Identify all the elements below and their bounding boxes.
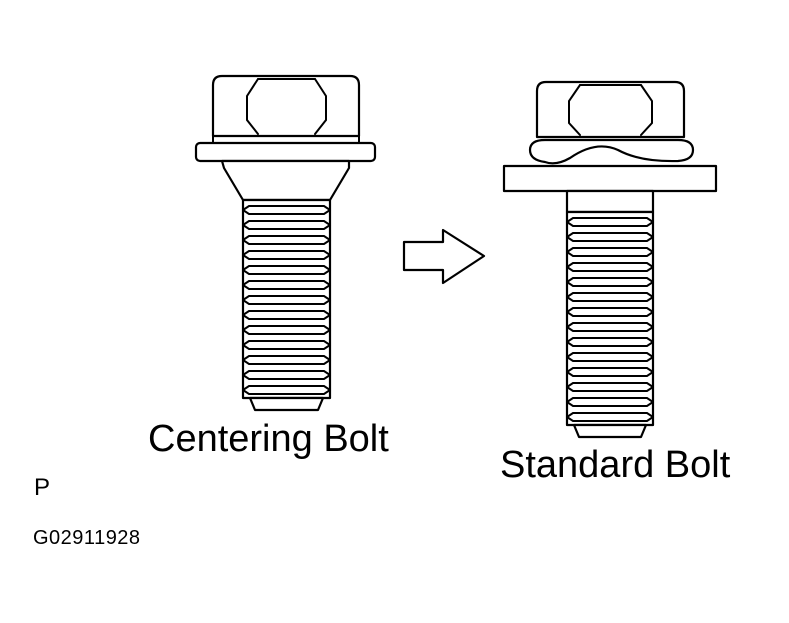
thread-line bbox=[242, 265, 331, 271]
centering-bolt-label: Centering Bolt bbox=[148, 418, 389, 460]
standard-bolt-label: Standard Bolt bbox=[500, 444, 731, 486]
thread-line bbox=[566, 247, 654, 253]
thread-line bbox=[242, 205, 331, 211]
thread-line bbox=[566, 232, 654, 238]
thread-line bbox=[566, 341, 654, 347]
thread-line bbox=[566, 326, 654, 332]
thread-line bbox=[566, 262, 654, 268]
thread-line bbox=[566, 311, 654, 317]
thread-line bbox=[566, 416, 654, 422]
corner-code-label: P bbox=[34, 474, 51, 501]
thread-line bbox=[242, 239, 331, 245]
thread-line bbox=[242, 329, 331, 335]
thread-line bbox=[566, 401, 654, 407]
thread-line bbox=[566, 367, 654, 373]
thread-line bbox=[242, 310, 331, 316]
thread-line bbox=[566, 386, 654, 392]
thread-line bbox=[242, 224, 331, 230]
thread-line bbox=[242, 220, 331, 226]
figure-number-label: G02911928 bbox=[33, 527, 141, 549]
thread-line bbox=[242, 374, 331, 380]
thread-line bbox=[242, 235, 331, 241]
thread-line bbox=[242, 325, 331, 331]
thread-line bbox=[566, 296, 654, 302]
thread-line bbox=[566, 251, 654, 257]
thread-line bbox=[242, 355, 331, 361]
thread-line bbox=[242, 284, 331, 290]
thread-line bbox=[242, 340, 331, 346]
thread-line bbox=[566, 397, 654, 403]
thread-line bbox=[242, 254, 331, 260]
thread-line bbox=[566, 266, 654, 272]
thread-line bbox=[242, 359, 331, 365]
right-arrow-icon bbox=[402, 228, 486, 285]
thread-line bbox=[566, 236, 654, 242]
thread-line bbox=[242, 370, 331, 376]
thread-line bbox=[242, 280, 331, 286]
thread-line bbox=[242, 295, 331, 301]
thread-line bbox=[566, 307, 654, 313]
thread-line bbox=[242, 385, 331, 391]
thread-line bbox=[566, 281, 654, 287]
thread-line bbox=[242, 344, 331, 350]
thread-line bbox=[242, 250, 331, 256]
thread-line bbox=[242, 299, 331, 305]
thread-line bbox=[242, 314, 331, 320]
thread-line bbox=[566, 382, 654, 388]
thread-line bbox=[566, 371, 654, 377]
thread-line bbox=[566, 277, 654, 283]
thread-line bbox=[566, 356, 654, 362]
centering-bolt-icon bbox=[194, 74, 377, 412]
thread-line bbox=[566, 352, 654, 358]
thread-line bbox=[566, 337, 654, 343]
thread-line bbox=[242, 389, 331, 395]
standard-bolt-icon bbox=[502, 80, 718, 439]
thread-line bbox=[566, 217, 654, 223]
thread-line bbox=[242, 209, 331, 215]
thread-line bbox=[242, 269, 331, 275]
thread-line bbox=[566, 412, 654, 418]
thread-line bbox=[566, 322, 654, 328]
thread-line bbox=[566, 292, 654, 298]
thread-line bbox=[566, 221, 654, 227]
